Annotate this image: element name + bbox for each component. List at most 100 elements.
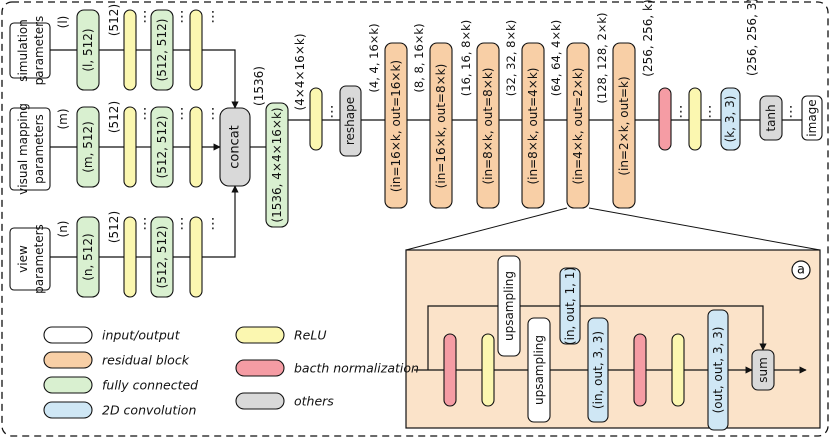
residual-block-3: [476, 42, 500, 209]
residual-block-label-2: (in=16×k, out=8×k): [434, 64, 448, 189]
concat-label: concat: [228, 125, 243, 169]
dots-tanh: ⋮: [784, 104, 798, 120]
residual-block-4: [521, 42, 545, 209]
fc-big-label: (1536, 4×4×16×k): [270, 107, 284, 222]
legend-swatch-fc: [43, 376, 93, 394]
relu-b-sim: [189, 9, 203, 91]
zoom-line-left: [405, 207, 568, 251]
relu-final: [688, 87, 702, 151]
detail-upsampling-1: [497, 255, 521, 357]
detail-upsampling-1-label: upsampling: [502, 271, 516, 341]
residual-block-5: [566, 42, 590, 209]
detail-badge-label: a: [797, 263, 805, 278]
image-label: image: [805, 99, 819, 136]
legend-swatch-conv: [43, 401, 93, 419]
residual-block-2: [429, 42, 453, 209]
fc-512-view: [150, 216, 174, 298]
dim-512-label-sim: (512): [107, 4, 121, 36]
residual-block-label-1: (in=16×k, out=16×k): [389, 60, 403, 192]
dim-label-vis: (m): [56, 108, 70, 129]
detail-skip-3: [580, 305, 767, 351]
detail-skip-1: [427, 305, 498, 370]
dim-512-label-view: (512): [107, 211, 121, 243]
dots-big: ⋮: [325, 104, 339, 120]
image-box: [801, 95, 823, 141]
res-shape-label-3: (16, 16, 8×k): [459, 20, 473, 96]
fc-first-view: [76, 216, 100, 298]
relu-a-view: [123, 216, 137, 298]
edge-sim-concat: [202, 49, 239, 109]
detail-bn-1: [443, 333, 457, 407]
zoom-line-right: [588, 207, 821, 251]
shape-256-3-label: (256, 256, 3): [745, 0, 759, 76]
detail-conv-2-label: (in, out, 3, 3): [591, 331, 605, 409]
detail-conv-3: [707, 309, 729, 431]
relu-b-view: [189, 216, 203, 298]
residual-block-label-6: (in=2×k, out=k): [617, 76, 631, 175]
relu-a-vis: [123, 106, 137, 188]
legend-swatch-bn: [235, 359, 285, 377]
fc-512-label-vis: (512, 512): [155, 116, 169, 179]
fc-512-label-sim: (512, 512): [155, 19, 169, 82]
dots-c-sim: ⋮: [206, 9, 220, 25]
dots-b-sim: ⋮: [175, 9, 189, 25]
legend-swatch-res: [43, 351, 93, 369]
input-box-view: [9, 227, 51, 291]
concat-box: [219, 107, 251, 187]
detail-conv-3-label: (out, out, 3, 3): [711, 327, 725, 414]
residual-block-label-3: (in=8×k, out=8×k): [481, 68, 495, 185]
input-label-sim: simulation: [16, 19, 30, 82]
legend-swatch-other: [235, 392, 285, 410]
dots-a-vis: ⋮: [138, 106, 152, 122]
legend-swatch-io: [43, 326, 93, 344]
residual-block-label-5: (in=4×k, out=2×k): [571, 68, 585, 185]
dots-c-vis: ⋮: [206, 106, 220, 122]
input-label2-sim: parameters: [32, 16, 46, 86]
dim-label-view: (n): [56, 221, 70, 238]
dots-final-2: ⋮: [703, 104, 717, 120]
tanh-label: tanh: [764, 104, 778, 131]
legend-label-conv: 2D convolution: [102, 403, 196, 418]
input-label-view: view: [16, 245, 30, 273]
res-shape-label-6: (128, 128, 2×k): [595, 12, 609, 103]
detail-upsampling-2: [527, 317, 551, 423]
dots-a-view: ⋮: [138, 216, 152, 232]
fc-first-vis: [76, 106, 100, 188]
fc-512-label-view: (512, 512): [155, 226, 169, 289]
res-shape-label-2: (8, 8, 16×k): [412, 23, 426, 92]
dots-c-view: ⋮: [206, 216, 220, 232]
detail-conv-2: [587, 317, 609, 423]
dim-4416-label: (4×4×16×k): [293, 33, 307, 110]
dim-512-label-vis: (512): [107, 101, 121, 133]
edge-view-concat: [202, 185, 239, 258]
input-label2-view: parameters: [32, 224, 46, 294]
input-box-vis: [9, 107, 51, 191]
shape-256k-label: (256, 256, k): [641, 0, 655, 77]
relu-a-sim: [123, 9, 137, 91]
tanh-box: [759, 95, 783, 141]
detail-conv-1: [559, 267, 581, 345]
detail-relu-1: [481, 333, 495, 407]
fc-big: [265, 102, 289, 228]
legend-label-fc: fully connected: [102, 378, 198, 393]
dots-a-sim: ⋮: [138, 9, 152, 25]
dim-label-sim: (l): [56, 16, 70, 29]
residual-block-1: [384, 42, 408, 209]
detail-conv-1-label: (in, out, 1, 1): [563, 267, 577, 345]
input-label2-vis: parameters: [32, 114, 46, 184]
residual-block-6: [612, 42, 636, 209]
detail-bn-2: [633, 333, 647, 407]
detail-panel: [405, 249, 821, 429]
dots-final-1: ⋮: [674, 104, 688, 120]
legend-swatch-relu: [235, 326, 285, 344]
bn-final: [658, 87, 672, 151]
relu-big: [309, 87, 323, 151]
fc-512-sim: [150, 9, 174, 91]
dim-1536-label: (1536): [252, 66, 266, 106]
fc-first-label-vis: (m, 512): [81, 121, 95, 173]
conv-final-label: (k, 3, 3): [723, 96, 737, 143]
reshape-box: [339, 85, 362, 157]
res-shape-label-4: (32, 32, 8×k): [504, 20, 518, 96]
